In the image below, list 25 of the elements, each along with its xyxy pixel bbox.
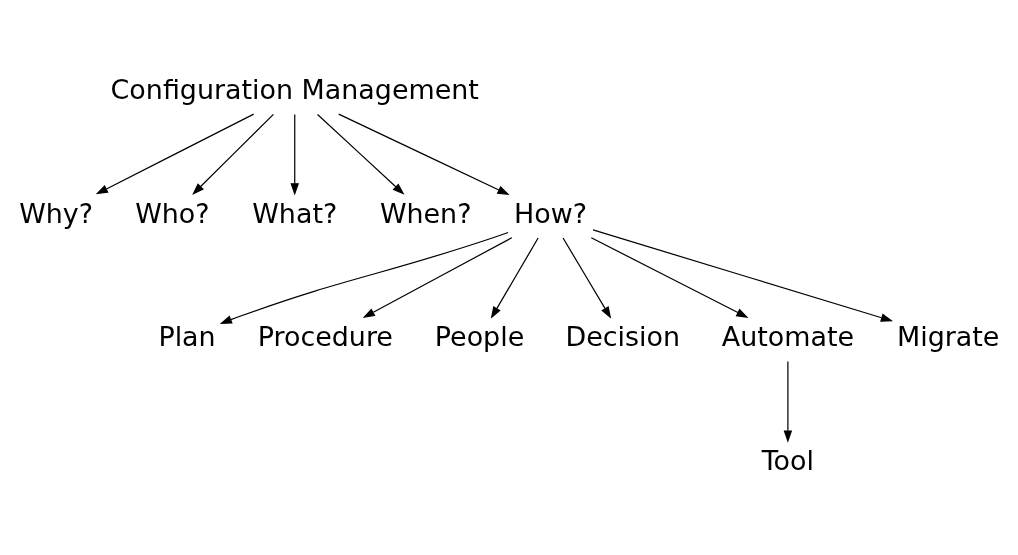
node-text: Who? [134, 197, 210, 229]
node-text: Tool [761, 444, 814, 476]
node-text: Procedure [257, 321, 393, 353]
arrow [362, 237, 512, 318]
arrow [590, 237, 748, 318]
node-text: Plan [157, 321, 216, 353]
node-text: How? [513, 197, 587, 229]
node-text: Configuration Management [110, 73, 479, 105]
arrow [191, 113, 274, 195]
arrow [316, 113, 404, 195]
node-text: When? [379, 197, 471, 229]
node-text: Automate [721, 321, 854, 353]
node-text: Decision [564, 321, 680, 353]
arrow [490, 237, 539, 319]
arrow [337, 113, 510, 196]
arrow [289, 113, 299, 196]
node-text: Migrate [896, 321, 999, 353]
arrow [561, 237, 611, 319]
node-text: People [434, 321, 524, 353]
node-text: What? [251, 197, 337, 229]
arrow [783, 361, 792, 443]
arrow [219, 231, 509, 324]
arrow [591, 229, 893, 322]
node-text: Why? [18, 197, 93, 229]
arrow [95, 113, 254, 195]
